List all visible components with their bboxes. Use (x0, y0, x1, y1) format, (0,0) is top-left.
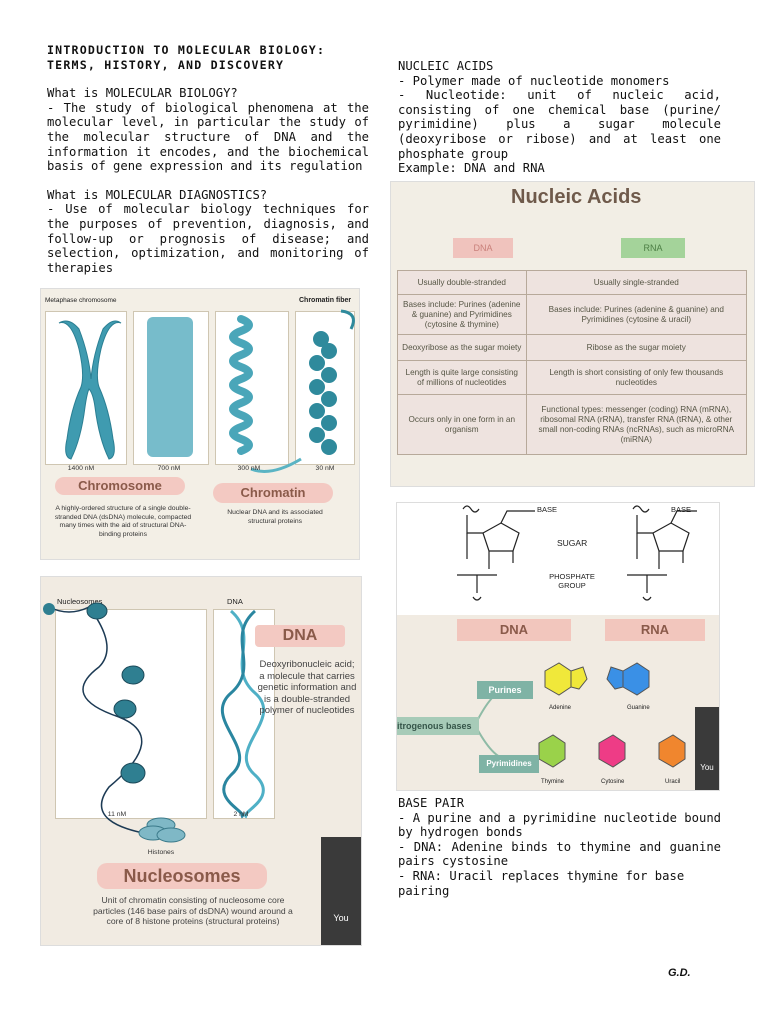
scale-700: 700 nM (157, 465, 181, 472)
doc-title-line1: INTRODUCTION TO MOLECULAR BIOLOGY: (47, 43, 326, 57)
nucleic-acids-heading: NUCLEIC ACIDS (398, 59, 494, 73)
chromosome-chromatin-figure: Metaphase chromosome Chromatin fiber 140… (40, 288, 360, 560)
table-row: Deoxyribose as the sugar moiety Ribose a… (397, 334, 748, 361)
table-cell: Usually single-stranded (525, 270, 748, 295)
scale-300: 300 nM (237, 465, 261, 472)
nucleosome-illustration (43, 602, 266, 843)
rna-tag: RNA (605, 619, 705, 641)
base-label-1: BASE (537, 505, 558, 514)
dna-label: DNA (227, 597, 243, 606)
table-cell: Deoxyribose as the sugar moiety (397, 334, 527, 361)
nucleosomes-label: Nucleosomes (57, 597, 103, 606)
guanine-label: Guanine (627, 705, 650, 711)
bases-diagram (474, 662, 686, 768)
chromatin-description: Nuclear DNA and its associated structura… (227, 509, 323, 525)
nucleic-bullet-1: - Polymer made of nucleotide monomers (398, 73, 670, 88)
table-cell: Functional types: messenger (coding) RNA… (525, 394, 748, 455)
table-cell: Usually double-stranded (397, 270, 527, 295)
table-row: Usually double-stranded Usually single-s… (397, 270, 748, 295)
table-cell: Occurs only in one form in an organism (397, 394, 527, 455)
cytosine-label: Cytosine (601, 779, 625, 785)
nucleosomes-title: Nucleosomes (97, 863, 267, 889)
table-row: Length is quite large consisting of mill… (397, 360, 748, 395)
nucleosomes-description: Unit of chromatin consisting of nucleoso… (93, 895, 293, 926)
base-pair-text: BASE PAIR - A purine and a pyrimidine nu… (398, 796, 721, 898)
nucleotide-structure-diagram (457, 505, 697, 601)
base-pair-heading: BASE PAIR (398, 796, 465, 810)
chromosome-title: Chromosome (55, 477, 185, 495)
table-cell: Bases include: Purines (adenine & guanin… (397, 294, 527, 335)
nucleosome-dna-figure: Nucleosomes DNA 11 nM 2 nM Histones DNA … (40, 576, 362, 946)
doc-title-line2: TERMS, HISTORY, AND DISCOVERY (47, 57, 285, 72)
uracil-label: Uracil (665, 779, 681, 785)
chromatin-fiber-label: Chromatin fiber (299, 297, 352, 304)
you-overlay: You (695, 707, 719, 790)
table-cell: Bases include: Purines (adenine & guanin… (525, 294, 748, 335)
phosphate-group-label: PHOSPHATE GROUP (549, 572, 595, 590)
scale-1400: 1400 nM (67, 465, 95, 472)
table-cell: Length is short consisting of only few t… (525, 360, 748, 395)
nucleic-example: Example: DNA and RNA (398, 161, 545, 176)
author-initials: G.D. (668, 967, 691, 979)
base-pair-bullet-2: - DNA: Adenine binds to thymine and guan… (398, 839, 721, 869)
histones-label: Histones (147, 849, 175, 856)
purines-tag: Purines (477, 681, 533, 699)
table-row: Occurs only in one form in an organism F… (397, 394, 748, 455)
chromosome-description: A highly-ordered structure of a single d… (54, 505, 192, 538)
base-pair-bullet-3: - RNA: Uracil replaces thymine for base … (398, 868, 685, 898)
nucleic-acids-table: Usually double-stranded Usually single-s… (397, 270, 748, 455)
scale-11nm: 11 nM (107, 811, 127, 818)
chromatin-title: Chromatin (213, 483, 333, 503)
nucleotide-structure-figure: BASE BASE SUGAR PHOSPHATE GROUP DNA RNA … (396, 502, 720, 791)
sugar-label: SUGAR (557, 538, 588, 548)
scale-30: 30 nM (315, 465, 335, 472)
dna-column-tag: DNA (453, 238, 513, 258)
adenine-label: Adenine (549, 705, 572, 711)
left-text-column: INTRODUCTION TO MOLECULAR BIOLOGY: TERMS… (47, 43, 369, 275)
chromosome-illustration (58, 309, 355, 473)
pyrimidines-tag: Pyrimidines (479, 755, 539, 773)
table-cell: Length is quite large consisting of mill… (397, 360, 527, 395)
dna-description: Deoxyribonucleic acid; a molecule that c… (257, 659, 357, 716)
question-molecular-diagnostics: What is MOLECULAR DIAGNOSTICS? (47, 187, 268, 202)
dna-title: DNA (255, 625, 345, 647)
dna-tag: DNA (457, 619, 571, 641)
rna-column-tag: RNA (621, 238, 685, 258)
metaphase-label: Metaphase chromosome (45, 297, 117, 304)
question-molecular-biology: What is MOLECULAR BIOLOGY? (47, 86, 238, 101)
answer-molecular-diagnostics: - Use of molecular biology techniques fo… (47, 202, 369, 275)
table-cell: Ribose as the sugar moiety (525, 334, 748, 361)
scale-2nm: 2 nM (233, 811, 249, 818)
nucleic-acids-figure-title: Nucleic Acids (511, 186, 642, 208)
nucleic-acids-text: NUCLEIC ACIDS - Polymer made of nucleoti… (398, 59, 721, 176)
table-row: Bases include: Purines (adenine & guanin… (397, 294, 748, 335)
base-pair-bullet-1: - A purine and a pyrimidine nucleotide b… (398, 810, 721, 840)
you-overlay: You (321, 837, 361, 945)
nitrogenous-bases-tag: itrogenous bases (397, 717, 479, 735)
base-label-2: BASE (671, 505, 692, 514)
nucleic-acids-table-figure: Nucleic Acids DNA RNA Usually double-str… (390, 181, 755, 487)
answer-molecular-biology: - The study of biological phenomena at t… (47, 100, 369, 174)
nucleic-bullet-2: - Nucleotide: unit of nucleic acid, cons… (398, 88, 721, 161)
thymine-label: Thymine (541, 779, 565, 785)
